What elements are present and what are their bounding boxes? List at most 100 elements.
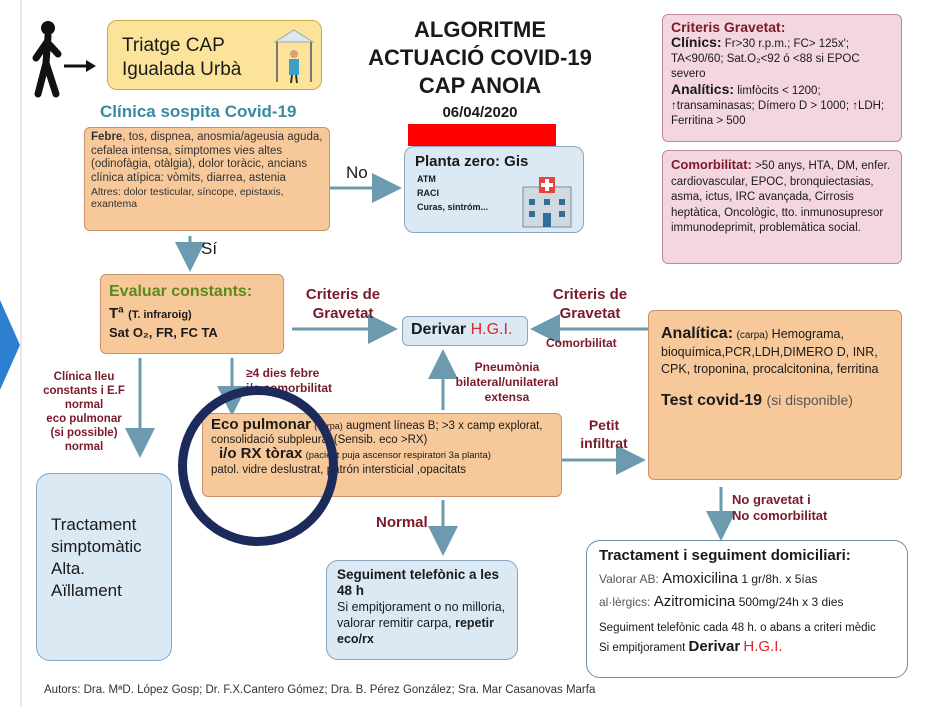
redaction-bar bbox=[408, 124, 556, 146]
edge-label-criteris-right: Criteris de Gravetat bbox=[540, 285, 640, 323]
edge-lleu-line-5: (si possible) bbox=[50, 427, 118, 439]
derivar-hgi-box: Derivar H.G.I. bbox=[402, 316, 528, 346]
tractament-domiciliari-box: Tractament i seguiment domiciliari: Valo… bbox=[586, 540, 908, 678]
edge-pneumonia-line-3: extensa bbox=[484, 390, 530, 404]
criteris-heading: Criteris Gravetat: bbox=[671, 19, 786, 35]
comorbilitat-label: Comorbilitat: bbox=[671, 157, 752, 172]
triage-box: Triatge CAP Igualada Urbà bbox=[107, 20, 322, 90]
eco-title-carpa: (carpa) bbox=[314, 421, 343, 431]
domicili-row2-drug: Azitromicina bbox=[653, 593, 736, 610]
domicili-title: Tractament i seguiment domiciliari: bbox=[599, 547, 851, 564]
triage-line-1: Triatge CAP bbox=[122, 35, 225, 56]
criteris-analitics-label: Analítics: bbox=[671, 81, 735, 97]
seguiment-telefonic-box: Seguiment telefònic a les 48 h Si empitj… bbox=[326, 560, 518, 660]
criteris-clinics-text: Fr>30 r.p.m.; FC> 125x'; TA<90/60; Sat.O… bbox=[671, 38, 860, 80]
domicili-row2-label: al·lèrgics: bbox=[599, 595, 651, 609]
tractament-line-3: Alta. bbox=[51, 559, 86, 578]
domicili-row4-derivar: Derivar bbox=[688, 638, 741, 655]
walking-person-icon bbox=[28, 18, 98, 98]
evaluar-line-2: Sat O₂, FR, FC TA bbox=[109, 325, 218, 340]
evaluar-heading: Evaluar constants: bbox=[109, 283, 253, 300]
clinica-altres: Altres: dolor testicular, síncope, epist… bbox=[91, 186, 284, 210]
criteris-gravetat-box: Criteris Gravetat: Clínics: Fr>30 r.p.m.… bbox=[662, 14, 902, 142]
criteris-analitics-text: limfòcits < 1200; ↑transaminasas; Dímero… bbox=[671, 85, 885, 127]
page-title: ALGORITME ACTUACIÓ COVID-19 CAP ANOIA bbox=[340, 16, 620, 100]
evaluar-line-1: Tª (T. infraroig) bbox=[109, 305, 275, 323]
planta-item-curas: Curas, sintróm... bbox=[417, 202, 489, 212]
criteris-analitics: Analítics: limfòcits < 1200; ↑transamina… bbox=[671, 82, 893, 129]
edge-criteris-left-line-1: Criteris de bbox=[305, 286, 381, 303]
evaluar-temp-note: (T. infraroig) bbox=[128, 309, 192, 321]
edge-nogravetat-line-1: No gravetat i bbox=[732, 492, 811, 507]
test-covid-label: Test covid-19 bbox=[661, 392, 763, 409]
clinica-symptoms: , tos, dispnea, anosmia/ageusia aguda, c… bbox=[91, 131, 323, 184]
analitica-text: Analítica: (carpa) Hemograma, bioquímica… bbox=[661, 325, 889, 378]
analitica-carpa: (carpa) bbox=[736, 330, 769, 341]
clinica-box: Febre, tos, dispnea, anosmia/ageusia agu… bbox=[84, 127, 330, 231]
domicili-row2-dose: 500mg/24h x 3 dies bbox=[738, 595, 844, 609]
analitica-box: Analítica: (carpa) Hemograma, bioquímica… bbox=[648, 310, 902, 480]
seguiment-text: Si empitjorament o no milloria, valorar … bbox=[337, 600, 506, 630]
edge-lleu-line-2: constants i E.F bbox=[43, 385, 125, 397]
test-covid-note: (si disponible) bbox=[766, 392, 853, 408]
domicili-row4-hgi: H.G.I. bbox=[743, 638, 783, 655]
planta-zero-box: Planta zero: Gis ATM RACI Curas, sintróm… bbox=[404, 146, 584, 233]
edge-label-comorbilitat: Comorbilitat bbox=[546, 336, 617, 350]
domicili-row1-label: Valorar AB: bbox=[599, 572, 659, 586]
slide-border bbox=[20, 0, 22, 707]
edge-criteris-right-line-1: Criteris de bbox=[552, 286, 628, 303]
comorbilitat-box: Comorbilitat: >50 anys, HTA, DM, enfer. … bbox=[662, 150, 902, 264]
edge-label-petit-infiltrat: Petit infiltrat bbox=[574, 416, 634, 452]
title-line-1: ALGORITME bbox=[414, 17, 546, 42]
edge-label-no: No bbox=[346, 163, 368, 182]
edge-petit-line-2: infiltrat bbox=[580, 435, 628, 451]
derivar-hgi: H.G.I. bbox=[470, 321, 513, 338]
derivar-label: Derivar bbox=[411, 321, 467, 338]
edge-lleu-line-3: normal bbox=[64, 399, 104, 411]
edge-lleu-line-1: Clínica lleu bbox=[53, 371, 115, 383]
hospital-icon bbox=[517, 173, 577, 234]
authors-footer: Autors: Dra. MªD. López Gosp; Dr. F.X.Ca… bbox=[44, 684, 596, 696]
evaluar-constants-box: Evaluar constants: Tª (T. infraroig) Sat… bbox=[100, 274, 284, 354]
test-covid: Test covid-19 (si disponible) bbox=[661, 392, 889, 410]
edge-label-clinica-lleu: Clínica lleu constants i E.F normal eco … bbox=[32, 370, 136, 454]
title-date: 06/04/2020 bbox=[442, 104, 518, 121]
domicili-row-azitromicina: al·lèrgics: Azitromicina 500mg/24h x 3 d… bbox=[599, 593, 895, 610]
comorbilitat-text: >50 anys, HTA, DM, enfer. cardiovascular… bbox=[671, 160, 891, 234]
criteris-clinics: Clínics: Fr>30 r.p.m.; FC> 125x'; TA<90/… bbox=[671, 35, 893, 82]
tent-icon bbox=[271, 26, 317, 89]
title-line-3: CAP ANOIA bbox=[418, 73, 542, 98]
rx-note: (pacient puja ascensor respiratori 3a pl… bbox=[305, 450, 491, 461]
title-line-2: ACTUACIÓ COVID-19 bbox=[368, 45, 592, 70]
tractament-line-4: Aïllament bbox=[51, 581, 122, 600]
planta-item-atm: ATM bbox=[417, 174, 436, 184]
domicili-row4-text: Si empitjorament bbox=[599, 642, 686, 654]
domicili-row-amoxicilina: Valorar AB: Amoxicilina 1 gr/8h. x 5ías bbox=[599, 570, 895, 587]
seguiment-bold-end: repetir eco/rx bbox=[337, 616, 495, 646]
edge-lleu-line-6: normal bbox=[64, 441, 104, 453]
clinica-febre: Febre bbox=[91, 131, 123, 143]
edge-febre-line-1: ≥4 dies febre bbox=[246, 366, 320, 380]
tractament-simptomatic-box: Tractament simptomàtic Alta. Aïllament bbox=[36, 473, 172, 661]
edge-criteris-left-line-2: Gravetat bbox=[312, 305, 374, 322]
domicili-row4: Si empitjorament Derivar H.G.I. bbox=[599, 638, 895, 655]
edge-nogravetat-line-2: No comorbilitat bbox=[732, 508, 828, 523]
edge-label-no-gravetat: No gravetat i No comorbilitat bbox=[732, 492, 827, 524]
edge-petit-line-1: Petit bbox=[588, 417, 620, 433]
edge-label-normal: Normal bbox=[376, 514, 428, 531]
planta-title: Planta zero: Gis bbox=[415, 153, 529, 170]
edge-pneumonia-line-2: bilateral/unilateral bbox=[455, 375, 559, 389]
side-nav-arrow[interactable] bbox=[0, 300, 20, 390]
edge-lleu-line-4: eco pulmonar bbox=[46, 413, 122, 425]
domicili-row1-drug: Amoxicilina bbox=[662, 570, 739, 587]
tractament-line-2: simptomàtic bbox=[51, 537, 142, 556]
domicili-row1-dose: 1 gr/8h. x 5ías bbox=[741, 572, 818, 586]
highlight-circle bbox=[178, 386, 338, 546]
edge-pneumonia-line-1: Pneumònia bbox=[474, 360, 540, 374]
edge-label-si: Sí bbox=[201, 239, 218, 258]
criteris-clinics-label: Clínics: bbox=[671, 34, 722, 50]
domicili-row3: Seguiment telefònic cada 48 h. o abans a… bbox=[599, 622, 876, 634]
clinica-heading: Clínica sospita Covid-19 bbox=[100, 102, 297, 121]
analitica-list: Hemograma, bioquímica,PCR,LDH,DIMERO D, … bbox=[661, 327, 879, 376]
tractament-line-1: Tractament bbox=[51, 515, 137, 534]
